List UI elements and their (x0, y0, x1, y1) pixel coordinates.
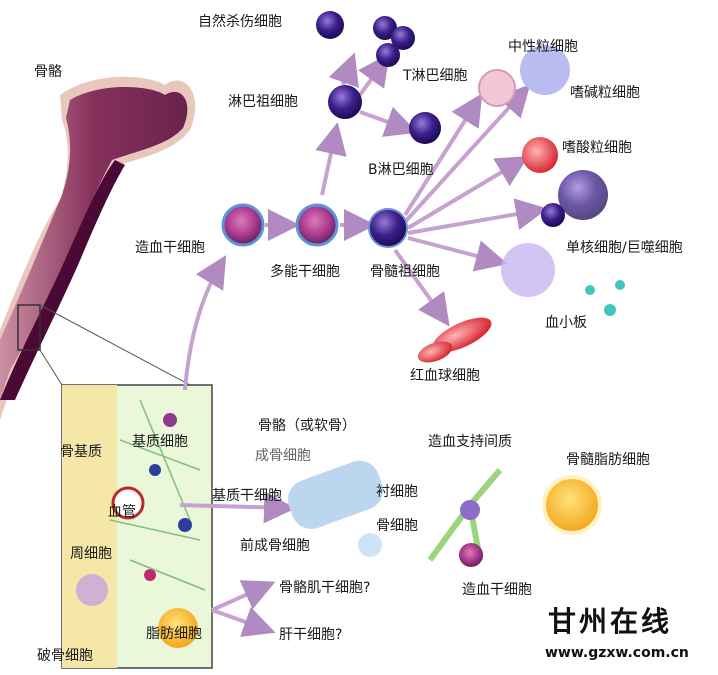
label-b-lymphocyte: B淋巴细胞 (368, 162, 434, 178)
label-osteoblast: 成骨细胞 (255, 448, 311, 464)
label-hematopoietic-support-stroma: 造血支持间质 (428, 434, 512, 450)
label-t-lymphocyte: T淋巴细胞 (403, 68, 468, 84)
label-platelet: 血小板 (545, 315, 587, 331)
label-lymphoid-progenitor: 淋巴祖细胞 (228, 94, 298, 110)
watermark-logo: 甘州在线 (548, 605, 673, 638)
label-adipocyte: 脂肪细胞 (146, 626, 202, 642)
label-skeletal-muscle-stem-cell: 骨骼肌干细胞? (279, 580, 371, 596)
label-lining-cell: 衬细胞 (376, 484, 418, 500)
label-basophil: 嗜碱粒细胞 (570, 85, 640, 101)
label-stromal-stem-cell: 基质干细胞 (212, 488, 282, 504)
label-blood-vessel: 血管 (108, 504, 136, 520)
label-myeloid-progenitor: 骨髓祖细胞 (370, 264, 440, 280)
marrow-inset (61, 384, 213, 669)
label-hsc-bottom: 造血干细胞 (462, 582, 532, 598)
label-eosinophil: 嗜酸粒细胞 (562, 140, 632, 156)
label-stromal-cell: 基质细胞 (132, 434, 188, 450)
label-bone-or-cartilage: 骨骼（或软骨） (258, 418, 356, 434)
label-monocyte-macrophage: 单核细胞/巨噬细胞 (566, 240, 683, 256)
label-red-blood-cell: 红血球细胞 (410, 368, 480, 384)
watermark-url: www.gzxw.com.cn (545, 645, 689, 661)
label-bone: 骨骼 (34, 64, 62, 80)
cells (221, 11, 625, 567)
bone-illustration (0, 76, 196, 420)
label-nk-cell: 自然杀伤细胞 (198, 14, 282, 30)
label-neutrophil: 中性粒细胞 (508, 39, 578, 55)
label-osteocyte: 骨细胞 (376, 518, 418, 534)
label-bone-matrix: 骨基质 (60, 444, 102, 460)
label-osteoclast: 破骨细胞 (37, 648, 93, 664)
label-multipotent-stem-cell: 多能干细胞 (270, 264, 340, 280)
label-pre-osteoblast: 前成骨细胞 (240, 538, 310, 554)
label-pericyte: 周细胞 (70, 546, 112, 562)
differentiation-arrows (179, 52, 548, 637)
label-hematopoietic-stem-cell: 造血干细胞 (135, 240, 205, 256)
label-liver-stem-cell: 肝干细胞? (279, 627, 343, 643)
label-marrow-adipocyte: 骨髓脂肪细胞 (566, 452, 650, 468)
